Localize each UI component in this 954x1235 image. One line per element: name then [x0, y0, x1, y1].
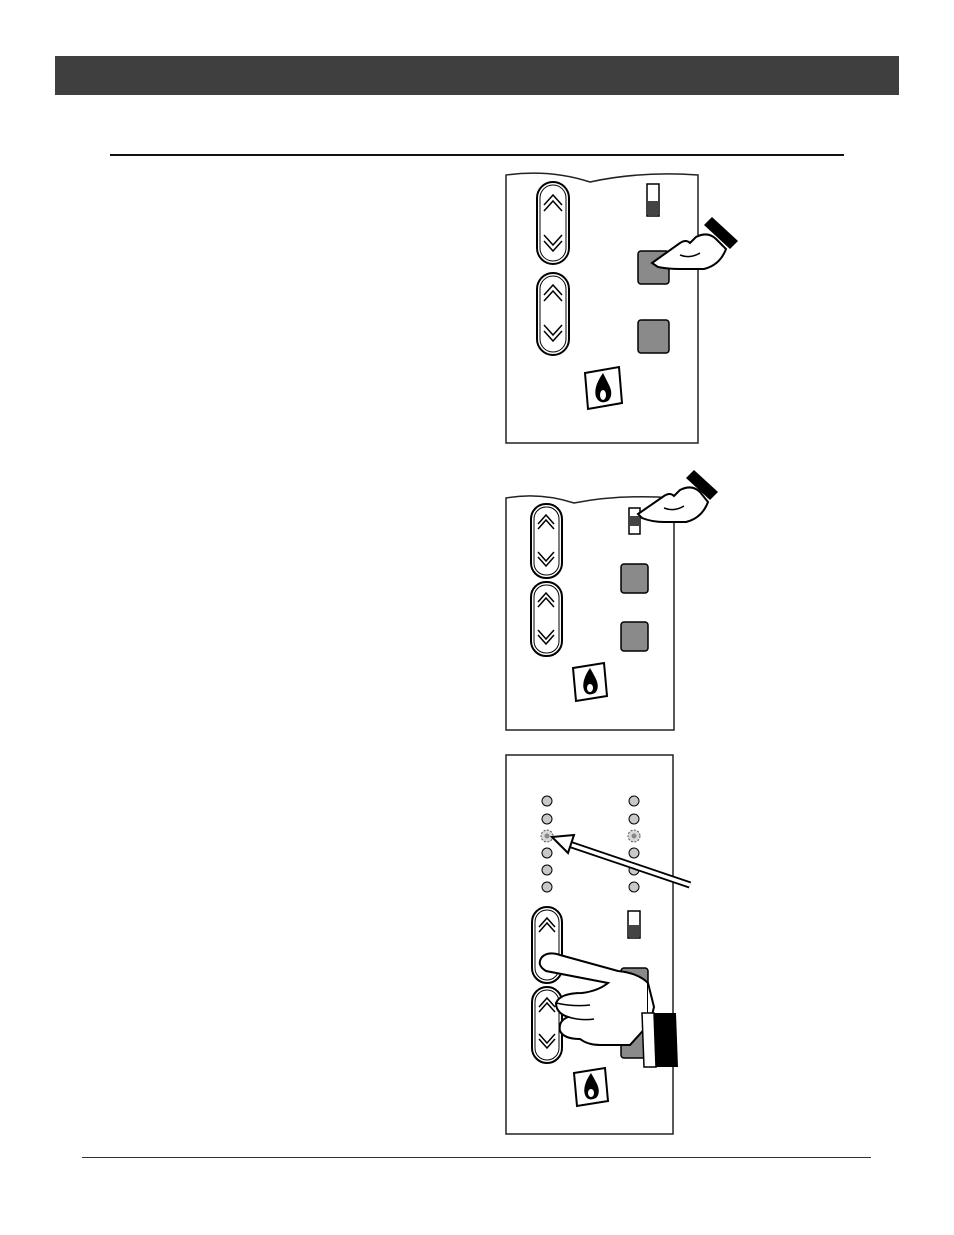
- up-down-rocker-1: [531, 504, 562, 578]
- square-button-icon: [638, 320, 669, 353]
- slide-switch-icon: [628, 911, 640, 938]
- flame-logo-icon: [573, 663, 607, 701]
- up-down-rocker-2: [532, 987, 562, 1063]
- active-led-icon: [541, 830, 553, 842]
- section-divider: [110, 154, 844, 156]
- pointing-hand-icon: [638, 470, 718, 522]
- indicator-led-icon: [629, 796, 639, 806]
- footer-divider: [82, 1157, 871, 1158]
- flame-logo-icon: [574, 1068, 608, 1106]
- slide-switch-icon: [629, 508, 640, 534]
- indicator-led-icon: [542, 796, 552, 806]
- indicator-led-icon: [629, 882, 639, 892]
- indicator-led-icon: [629, 814, 639, 824]
- up-down-rocker-1: [537, 182, 569, 264]
- up-down-rocker-2: [537, 273, 569, 355]
- up-down-rocker-2: [531, 582, 562, 656]
- header-bar: [55, 56, 899, 95]
- figure-remote-level-indicator: [490, 745, 730, 1145]
- square-button-icon: [621, 564, 648, 593]
- indicator-led-icon: [542, 865, 552, 875]
- figure-remote-press-switch: [490, 462, 730, 737]
- figure-remote-press-button: [490, 165, 750, 450]
- indicator-led-icon: [542, 814, 552, 824]
- flame-logo-icon: [585, 367, 622, 409]
- indicator-led-icon: [629, 848, 639, 858]
- indicator-led-icon: [542, 848, 552, 858]
- indicator-led-icon: [542, 882, 552, 892]
- square-button-icon: [621, 622, 648, 651]
- slide-switch-icon: [647, 184, 659, 216]
- active-led-icon: [628, 830, 640, 842]
